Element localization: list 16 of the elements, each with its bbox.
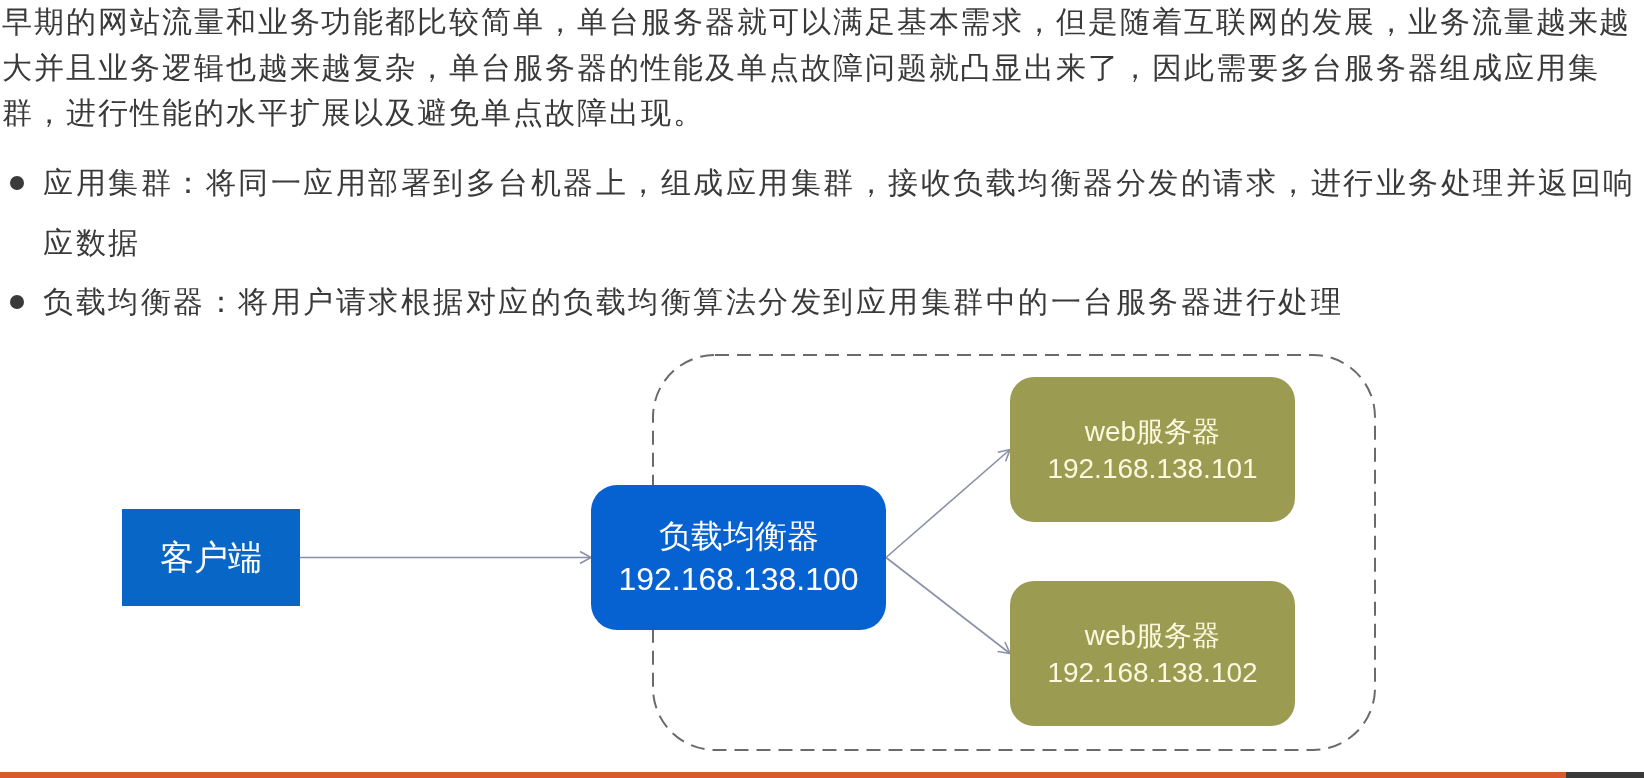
node-title: web服务器 xyxy=(1084,414,1221,449)
list-item-text: 应用集群：将同一应用部署到多台机器上，组成应用集群，接收负载均衡器分发的请求，进行业务处理并返回响应数据 xyxy=(43,164,1637,262)
ip-address: 192.168.138.101 xyxy=(1047,451,1258,486)
node-title: web服务器 xyxy=(1084,618,1221,653)
load-balancer-box xyxy=(591,485,886,630)
client-box: 客户端 xyxy=(122,509,300,606)
web-server-box xyxy=(1010,581,1295,726)
paragraph: 早期的网站流量和业务功能都比较简单，单台服务器就可以满足基本需求，但是随着互联网的发展，业务流量越来越大并且业务逻辑也越来越复杂，单台服务器的性能及单点故障问题就凸显出来了，因此需要多台服务器组成应用集群，进行性能的水平扩展以及避免单点故障出现。 xyxy=(2,3,1633,132)
node-title: 负载均衡器 xyxy=(658,516,819,556)
arrow xyxy=(299,550,592,565)
list-item-text: 负载均衡器：将用户请求根据对应的负载均衡算法分发到应用集群中的一台服务器进行处理 xyxy=(43,283,1344,321)
web-server-box xyxy=(1010,377,1295,522)
ip-address: 192.168.138.100 xyxy=(618,559,859,599)
arrow xyxy=(885,556,1011,655)
arrow xyxy=(885,448,1011,559)
ip-address: 192.168.138.102 xyxy=(1047,655,1258,690)
